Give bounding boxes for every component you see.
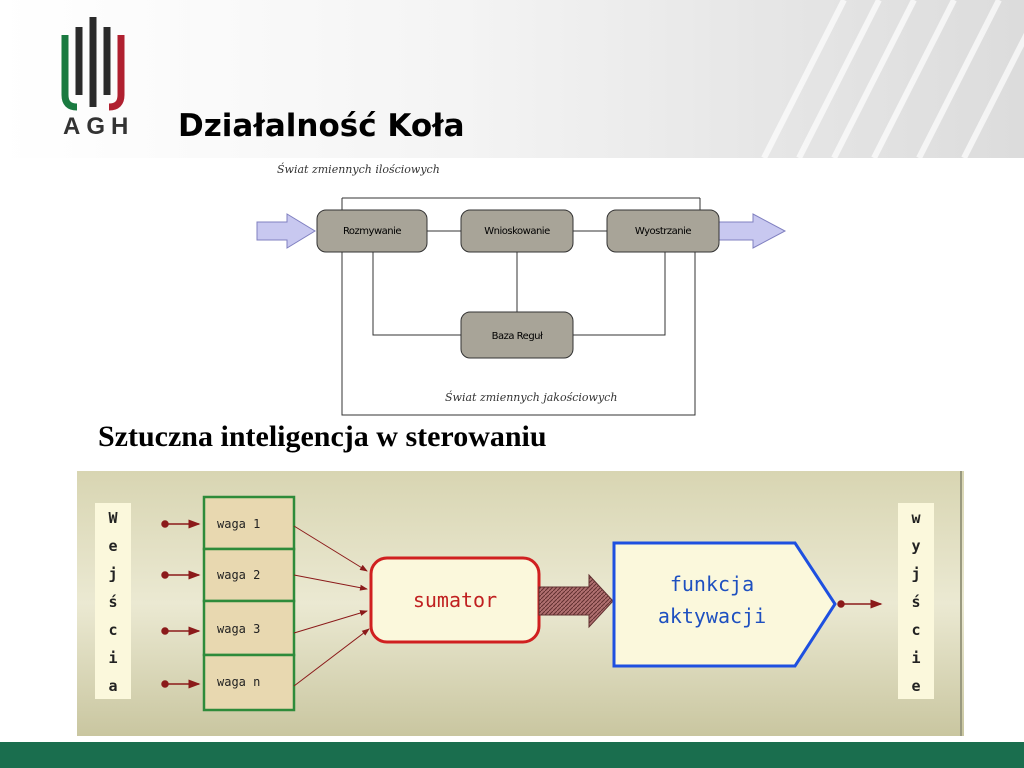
svg-text:W: W (108, 509, 118, 527)
outer-frame (341, 210, 696, 416)
label-wyostrzanie: Wyostrzanie (635, 226, 691, 237)
svg-text:a: a (108, 677, 117, 695)
weight-link-n (293, 628, 370, 687)
svg-text:y: y (911, 537, 920, 555)
activation-box (612, 541, 837, 668)
svg-text:c: c (108, 621, 117, 639)
caption-quantitative: Świat zmiennych ilościowych (277, 162, 440, 176)
svg-text:i: i (911, 649, 920, 667)
footer-bar (0, 742, 1024, 768)
svg-text:i: i (108, 649, 117, 667)
svg-text:w: w (911, 509, 921, 527)
weights-column (202, 495, 296, 712)
weight-link-1 (293, 525, 368, 572)
link-wyostrzanie-baza (573, 252, 666, 336)
neuron-diagram: W e j ś c i a waga 1 waga 2 waga 3 waga … (77, 471, 964, 736)
label-wnioskowanie: Wnioskowanie (484, 226, 550, 237)
box-wyostrzanie (606, 209, 720, 253)
svg-text:ś: ś (911, 593, 920, 611)
activation-label-line2: aktywacji (658, 604, 766, 628)
header-background (0, 0, 1024, 158)
agh-logo (61, 17, 125, 111)
outputs-label: w y j ś c i e (911, 509, 921, 695)
label-rozmywanie: Rozmywanie (343, 226, 401, 237)
box-baza-regul (460, 311, 574, 359)
box-rozmywanie (316, 209, 428, 253)
weight-3: waga 3 (217, 622, 260, 636)
caption-qualitative: Świat zmiennych jakościowych (445, 390, 617, 404)
header-decorative-stripes (761, 0, 1024, 158)
outputs-label-box (898, 503, 934, 699)
weight-2: waga 2 (217, 568, 260, 582)
svg-text:e: e (108, 537, 117, 555)
section-heading: Sztuczna inteligencja w sterowaniu (98, 420, 547, 453)
svg-text:e: e (911, 677, 920, 695)
svg-text:j: j (108, 565, 117, 583)
link-rozmywanie-baza (372, 252, 461, 336)
activation-label-line1: funkcja (670, 572, 754, 596)
summator-to-activation-arrow (538, 573, 614, 629)
weight-link-3 (293, 610, 368, 634)
slide-title: Działalność Koła (178, 108, 465, 144)
weight-1: waga 1 (217, 517, 260, 531)
fuzzy-controller-diagram: Świat zmiennych ilościowych Rozmywanie W… (255, 160, 787, 416)
weight-link-2 (293, 574, 368, 591)
input-arrow (256, 213, 316, 249)
summator-label: sumator (413, 588, 497, 612)
label-baza-regul: Baza Reguł (492, 331, 543, 342)
inputs-label-box (95, 503, 131, 699)
box-wnioskowanie (460, 209, 574, 253)
weight-n: waga n (217, 675, 260, 689)
svg-text:j: j (911, 565, 920, 583)
logo-text: AGH (63, 113, 135, 140)
svg-text:ś: ś (108, 593, 117, 611)
inputs-label: W e j ś c i a (108, 509, 118, 695)
output-arrow (718, 213, 787, 249)
svg-text:c: c (911, 621, 920, 639)
